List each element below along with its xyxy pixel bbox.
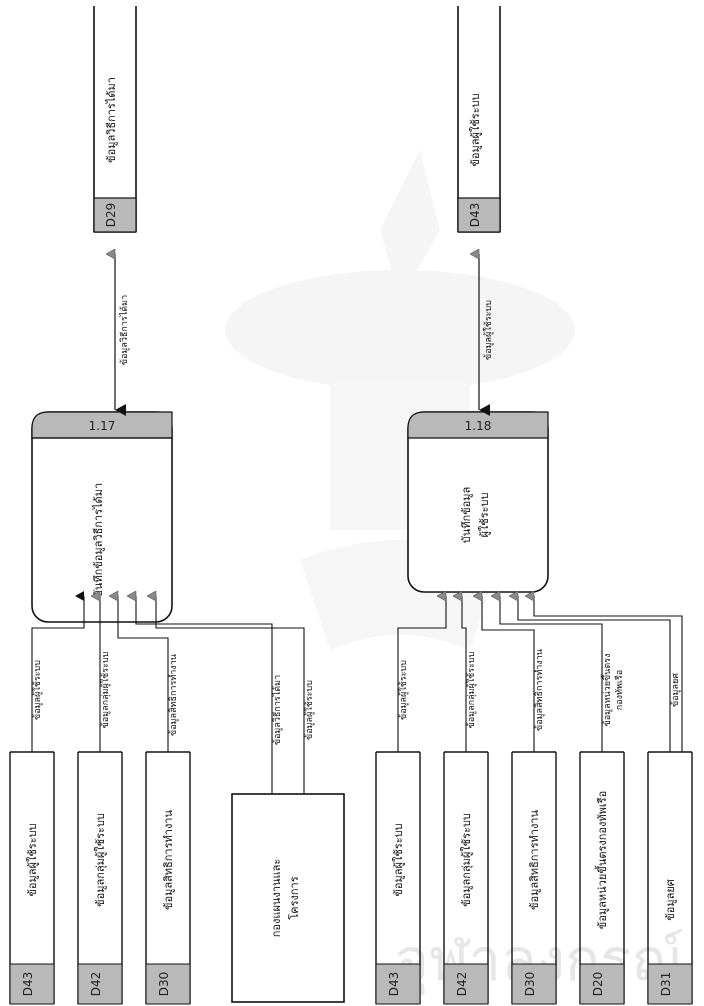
store-name: ข้อมูลกลุ่มผู้ใช้ระบบ (460, 813, 473, 907)
datastore-b6[interactable]: D30 ข้อมูลสิทธิการทำงาน (511, 751, 557, 1005)
store-name: ข้อมูลสิทธิการทำงาน (528, 810, 541, 911)
flow-label: ข้อมูลสิทธิการทำงาน (534, 649, 545, 731)
flows-into-117 (31, 591, 305, 794)
flow-label: ข้อมูลหน่วยขึ้นตรง (600, 654, 613, 727)
datastore-b3[interactable]: D30 ข้อมูลสิทธิการทำงาน (145, 751, 191, 1005)
process-id: 1.17 (89, 419, 116, 433)
external-entity-planning-division[interactable]: กองแผนงานและ โครงการ (231, 793, 345, 1003)
flow-label: ข้อมูลผู้ใช้ระบบ (32, 660, 43, 720)
store-name: ข้อมูลกลุ่มผู้ใช้ระบบ (94, 813, 107, 907)
entity-name-line2: โครงการ (287, 876, 301, 919)
store-id: D42 (455, 972, 469, 997)
process-name-line1: บันทึกข้อมูล (460, 487, 473, 544)
store-name: ข้อมูลผู้ใช้ระบบ (392, 823, 405, 896)
store-name: ข้อมูลหน่วยขึ้นตรงกองทัพเรือ (594, 791, 609, 929)
flow-label: ข้อมูลผู้ใช้ระบบ (304, 680, 315, 740)
datastore-b5[interactable]: D42 ข้อมูลกลุ่มผู้ใช้ระบบ (443, 751, 489, 1005)
datastore-d43-top[interactable]: D43 ข้อมูลผู้ใช้ระบบ (457, 6, 501, 233)
store-id: D30 (157, 972, 171, 997)
datastore-b7[interactable]: D20 ข้อมูลหน่วยขึ้นตรงกองทัพเรือ (579, 751, 625, 1005)
flow-label: กองทัพเรือ (614, 670, 625, 710)
flow-label: ข้อมูลผู้ใช้ระบบ (398, 660, 409, 720)
flow-label: ข้อมูลสิทธิการทำงาน (168, 654, 179, 736)
process-name-line2: ผู้ใช้ระบบ (478, 492, 491, 537)
store-id: D30 (523, 972, 537, 997)
store-id: D43 (387, 972, 401, 997)
store-id: D43 (21, 972, 35, 997)
datastore-b4[interactable]: D43 ข้อมูลผู้ใช้ระบบ (375, 751, 421, 1005)
store-name: ข้อมูลผู้ใช้ระบบ (26, 823, 39, 896)
flow-label: ข้อมูลผู้ใช้ระบบ (483, 300, 494, 360)
store-name: ข้อมูลสิทธิการทำงาน (162, 810, 175, 911)
process-1-17[interactable]: 1.17 บันทึกข้อมูลวิธีการได้มา (31, 411, 173, 623)
flow-out-117: ข้อมูลวิธีการได้มา (115, 254, 130, 410)
store-name: ข้อมูลยศ (664, 879, 677, 921)
process-1-18[interactable]: 1.18 บันทึกข้อมูล ผู้ใช้ระบบ (407, 411, 549, 593)
store-id: D31 (659, 972, 673, 997)
store-name: ข้อมูลผู้ใช้ระบบ (469, 93, 482, 166)
flow-label: ข้อมูลวิธีการได้มา (272, 675, 283, 745)
store-id: D20 (591, 972, 605, 997)
process-name: บันทึกข้อมูลวิธีการได้มา (92, 483, 105, 597)
entity-name-line1: กองแผนงานและ (270, 859, 283, 938)
store-id: D29 (104, 203, 118, 228)
store-id: D42 (89, 972, 103, 997)
datastore-b8[interactable]: D31 ข้อมูลยศ (647, 751, 693, 1005)
flows-into-118 (397, 596, 683, 752)
flow-label: ข้อมูลกลุ่มผู้ใช้ระบบ (100, 651, 111, 728)
datastore-b2[interactable]: D42 ข้อมูลกลุ่มผู้ใช้ระบบ (77, 751, 123, 1005)
process-id: 1.18 (465, 419, 492, 433)
flow-label: ข้อมูลวิธีการได้มา (119, 295, 130, 365)
datastore-d29-top[interactable]: D29 ข้อมูลวิธีการได้มา (93, 6, 137, 233)
flow-label: ข้อมูลยศ (670, 673, 681, 707)
flow-label: ข้อมูลกลุ่มผู้ใช้ระบบ (466, 651, 477, 728)
flow-out-118: ข้อมูลผู้ใช้ระบบ (479, 254, 494, 410)
store-id: D43 (468, 203, 482, 228)
store-name: ข้อมูลวิธีการได้มา (105, 77, 118, 163)
datastore-b1[interactable]: D43 ข้อมูลผู้ใช้ระบบ (9, 751, 55, 1005)
